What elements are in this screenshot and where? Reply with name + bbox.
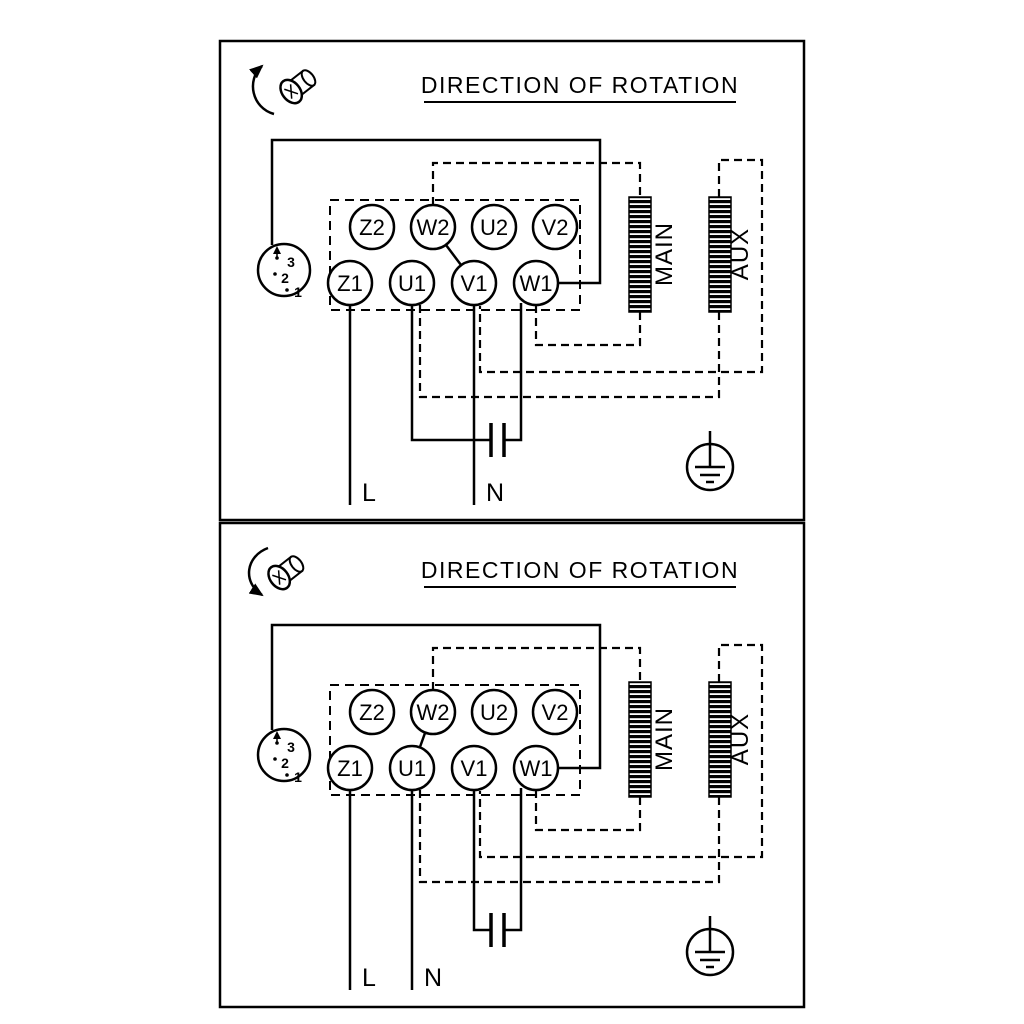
terminal-label: Z1 [337,271,363,296]
terminal-u1: U1 [388,744,436,792]
selector-arrow-icon [273,246,281,254]
external-wiring [270,138,602,505]
panel-top: DIRECTION OF ROTATION [218,39,806,522]
panel-title: DIRECTION OF ROTATION [421,72,739,98]
terminal-u2: U2 [470,203,518,251]
aux-winding-label: AUX [727,713,754,765]
terminal-z1: Z1 [326,259,374,307]
bridge-link-w2-u1 [418,732,427,748]
main-winding [628,681,652,798]
terminal-label: V2 [542,700,569,725]
rotation-arrow [247,546,269,597]
terminal-z1: Z1 [326,744,374,792]
capacitor-wire-left [472,790,491,932]
panel-bottom: DIRECTION OF ROTATION [218,521,806,1009]
terminal-w1: W1 [512,259,560,307]
terminal-z2: Z2 [348,688,396,736]
external-wiring [270,623,602,990]
terminal-w1: W1 [512,744,560,792]
line-label: L [362,479,376,507]
terminal-w2: W2 [409,203,457,251]
selector-position-3: 3 [287,254,295,270]
neutral-label: N [486,479,504,507]
panel-border [218,521,806,1009]
selector-position-2: 2 [281,755,289,771]
terminal-label: U2 [480,215,508,240]
terminal-label: W2 [417,215,450,240]
speed-selector: 3 2 1 [256,727,312,785]
terminal-label: U1 [398,271,426,296]
selector-position-2: 2 [281,270,289,286]
wire-w2-main [431,161,642,205]
capacitor-wire-right [504,788,523,932]
speed-selector: 3 2 1 [256,242,312,300]
motor-shaft [279,69,317,105]
capacitor-wire-left [410,305,491,442]
selector-position-3: 3 [287,739,295,755]
terminal-v2: V2 [531,203,579,251]
wire-main-w1 [534,306,642,347]
rotation-counterclockwise-icon [249,64,317,116]
terminal-label: Z2 [359,215,385,240]
capacitor-wire-right [504,303,523,442]
terminal-label: V1 [461,271,488,296]
terminal-v1: V1 [450,744,498,792]
terminal-label: W2 [417,700,450,725]
speed-selector-wire [270,138,602,285]
terminal-u2: U2 [470,688,518,736]
wire-aux-u1 [418,304,721,399]
selector-position-1: 1 [294,284,302,300]
ground-icon [685,916,735,977]
selector-arrow-icon [273,731,281,739]
terminal-label: W1 [520,271,553,296]
aux-winding [708,681,732,798]
wire-aux-v1 [478,643,764,859]
terminal-label: U1 [398,756,426,781]
terminal-w2: W2 [409,688,457,736]
line-label: L [362,964,376,992]
terminal-label: Z1 [337,756,363,781]
terminal-label: U2 [480,700,508,725]
ground-icon [685,431,735,492]
terminal-box [329,199,581,311]
bridge-link-w2-v1 [445,244,462,266]
selector-position-1: 1 [294,769,302,785]
wire-w2-main [431,646,642,690]
panel-title: DIRECTION OF ROTATION [421,557,739,583]
capacitor-symbol [489,423,506,457]
terminal-label: V1 [461,756,488,781]
terminal-z2: Z2 [348,203,396,251]
rotation-arrow [249,64,275,116]
main-winding [628,196,652,313]
terminal-u1: U1 [388,259,436,307]
terminal-label: Z2 [359,700,385,725]
motor-shaft [267,555,305,591]
neutral-label: N [424,964,442,992]
terminal-label: V2 [542,215,569,240]
rotation-clockwise-icon [247,546,305,597]
terminal-box [329,684,581,796]
aux-winding-label: AUX [727,228,754,280]
capacitor-symbol [489,913,506,947]
wire-aux-u1 [418,789,721,884]
wire-main-w1 [534,791,642,832]
terminal-v1: V1 [450,259,498,307]
internal-wiring [418,643,764,884]
main-winding-label: MAIN [651,707,678,771]
main-winding-label: MAIN [651,222,678,286]
speed-selector-wire [270,623,602,770]
aux-winding [708,196,732,313]
internal-wiring [418,158,764,399]
terminal-label: W1 [520,756,553,781]
terminal-v2: V2 [531,688,579,736]
wire-aux-v1 [478,158,764,374]
